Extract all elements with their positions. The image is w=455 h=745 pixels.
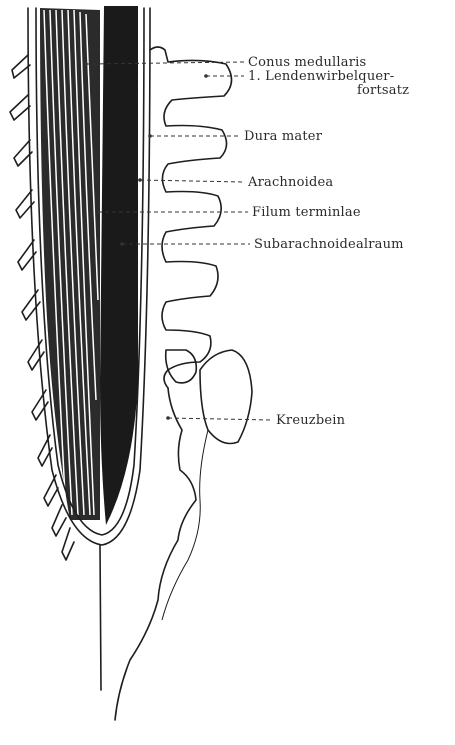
lowest-lumbar-knob bbox=[166, 350, 197, 383]
vertebral-column-outline bbox=[150, 47, 232, 388]
right-vertebrae bbox=[150, 47, 232, 388]
kreuzbein-outline bbox=[200, 350, 252, 444]
label-kreuzbein: Kreuzbein bbox=[276, 413, 346, 428]
conus-medullaris-shape bbox=[100, 6, 138, 525]
label-dura-mater: Dura mater bbox=[244, 129, 323, 144]
label-conus-medullaris: Conus medullaris bbox=[248, 55, 366, 70]
label-lendenwirbel-line1: 1. Lendenwirbelquer- bbox=[248, 69, 394, 84]
label-subarachnoidealraum: Subarachnoidealraum bbox=[254, 237, 404, 252]
filum-terminale-line bbox=[100, 545, 101, 690]
label-filum-terminale: Filum terminlae bbox=[252, 205, 361, 220]
label-arachnoidea: Arachnoidea bbox=[247, 175, 333, 190]
label-lendenwirbel-line2: fortsatz bbox=[357, 83, 409, 98]
sacrum-inner-contour bbox=[162, 430, 208, 620]
spinal-cord bbox=[100, 6, 138, 690]
labels: Conus medullaris 1. Lendenwirbelquer- fo… bbox=[244, 55, 409, 428]
